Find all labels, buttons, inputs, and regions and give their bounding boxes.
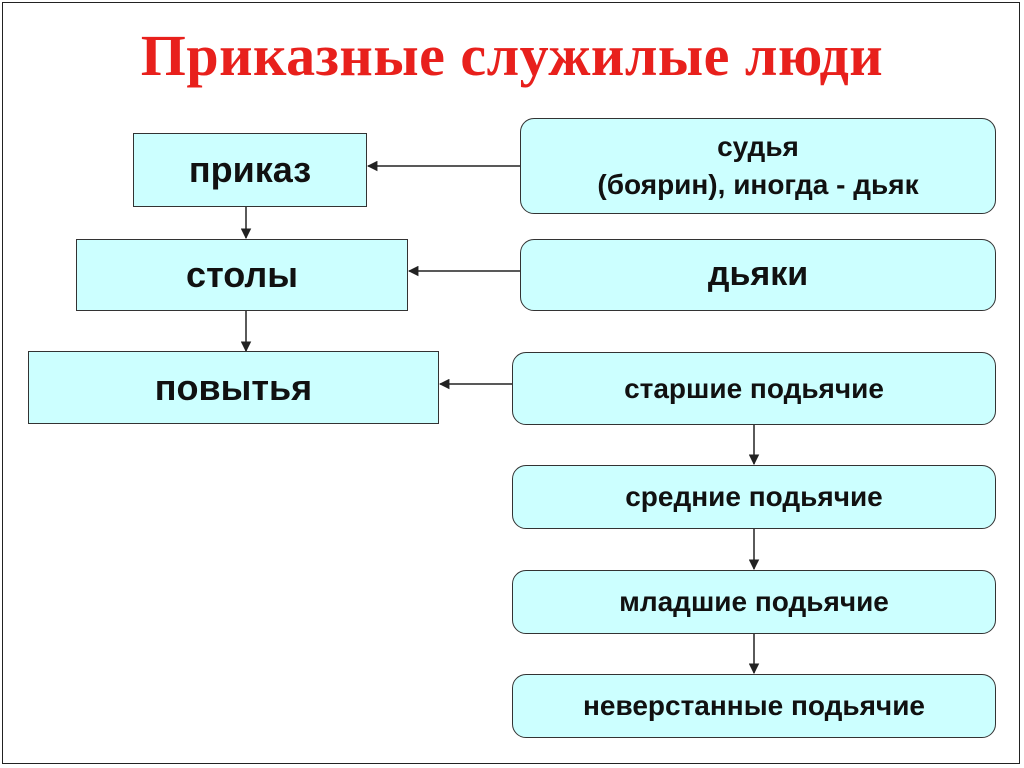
box-starshie-label: старшие подьячие [624,372,884,404]
box-sudya: судья (боярин), иногда - дьяк [520,118,996,214]
box-povytya-label: повытья [154,366,313,408]
box-dyaki-label: дьяки [707,255,809,294]
box-mladshie-label: младшие подьячие [619,586,889,618]
box-sudya-line1: судья [717,131,799,163]
box-prikaz: приказ [133,133,367,207]
box-mladshie-podyachie: младшие подьячие [512,570,996,634]
box-neverstannye-podyachie: неверстанные подьячие [512,674,996,738]
box-stoly: столы [76,239,408,311]
box-prikaz-label: приказ [188,149,312,190]
box-starshie-podyachie: старшие подьячие [512,352,996,425]
box-sudya-line2: (боярин), иногда - дьяк [597,169,919,200]
slide-title: Приказные служилые люди [140,23,884,88]
box-stoly-label: столы [186,254,298,295]
box-srednie-podyachie: средние подьячие [512,465,996,529]
box-srednie-label: средние подьячие [625,481,883,513]
box-neverstannye-label: неверстанные подьячие [583,690,925,722]
box-povytya: повытья [28,351,439,424]
box-dyaki: дьяки [520,239,996,311]
